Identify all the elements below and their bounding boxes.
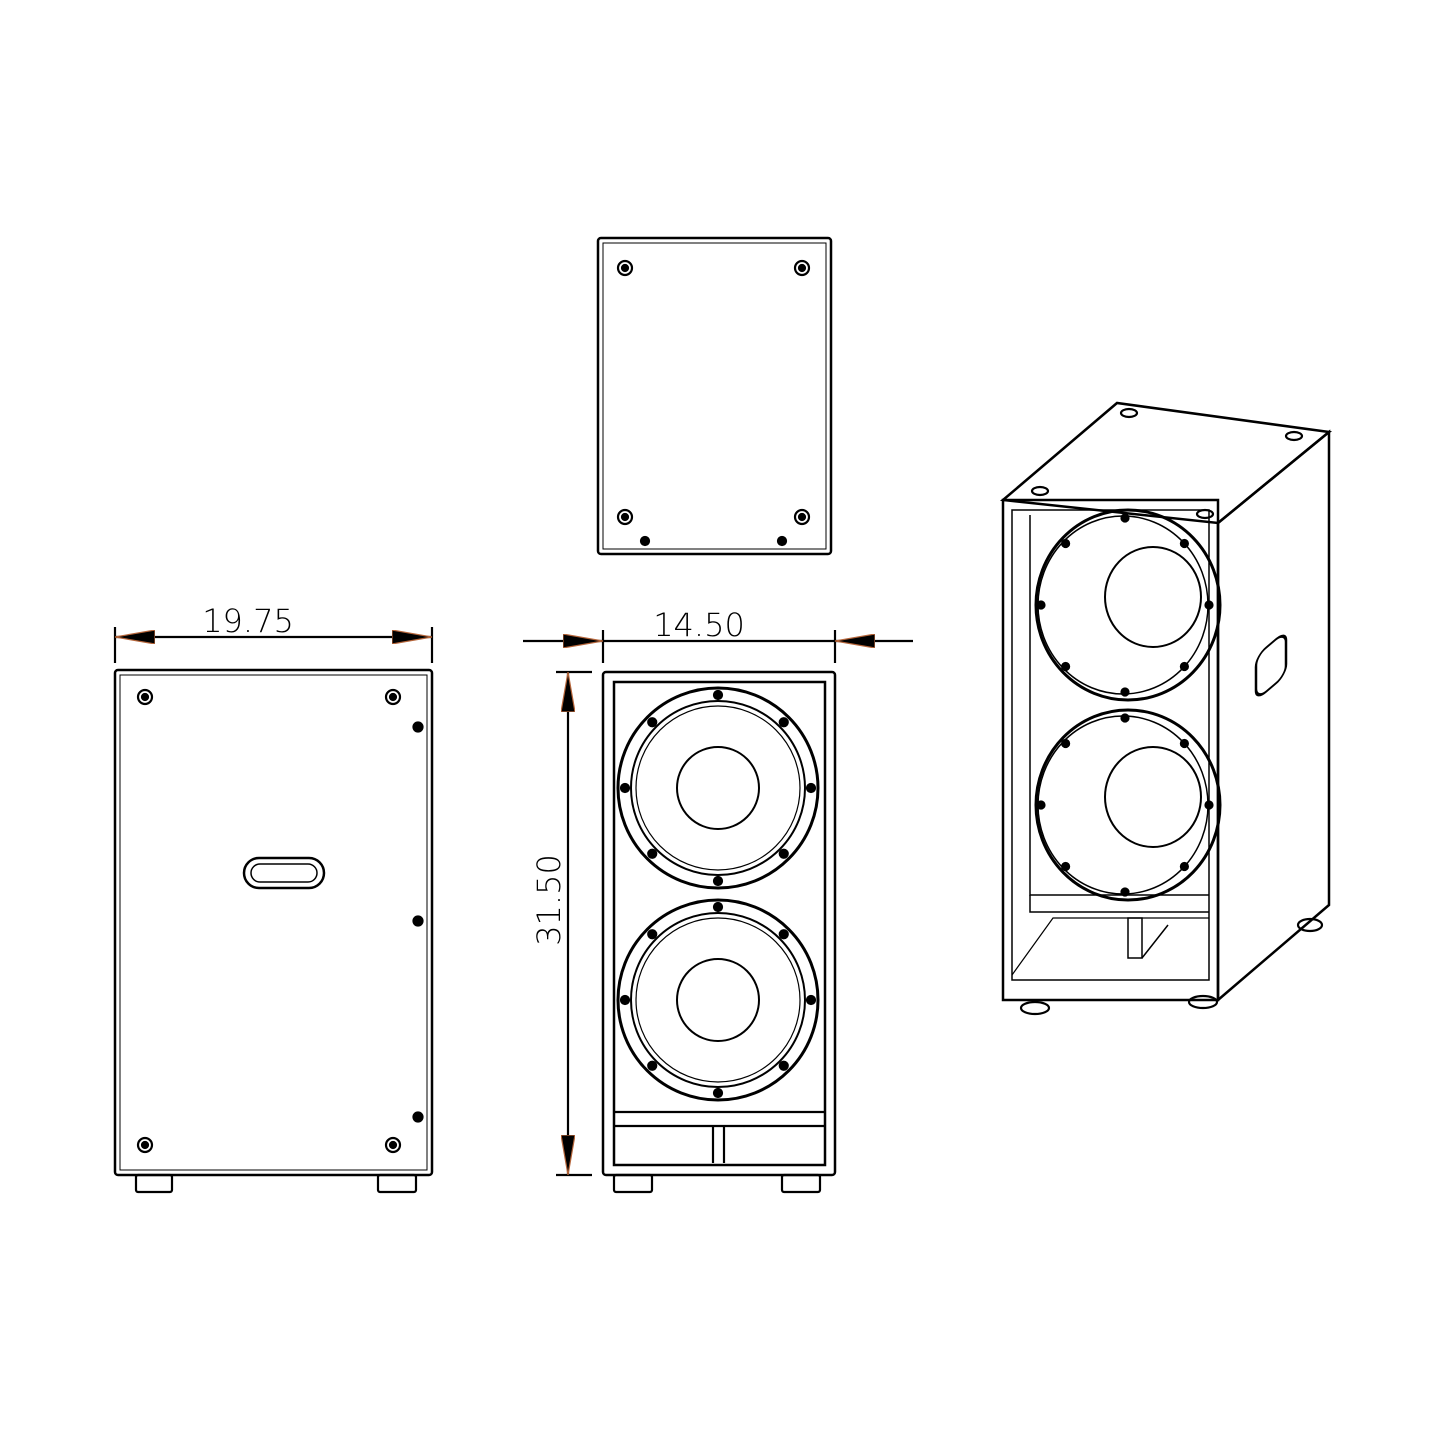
bolt-icon xyxy=(647,1060,658,1071)
screw-icon xyxy=(616,508,634,526)
woofer-driver xyxy=(1034,708,1222,902)
bolt-icon xyxy=(778,1060,789,1071)
woofer-driver xyxy=(616,898,820,1102)
bolt-icon xyxy=(412,721,424,733)
bolt-icon xyxy=(1061,661,1071,672)
screw-icon xyxy=(793,508,811,526)
foot xyxy=(780,1173,822,1194)
bolt-icon xyxy=(1179,661,1189,672)
foot xyxy=(612,1173,654,1194)
bolt-icon xyxy=(647,848,658,859)
bolt-icon xyxy=(1061,861,1071,872)
isometric-view xyxy=(999,401,1333,1016)
handle-icon xyxy=(1254,634,1288,697)
bolt-icon xyxy=(639,535,651,547)
foot xyxy=(134,1173,174,1194)
bolt-icon xyxy=(1120,713,1130,723)
bolt-icon xyxy=(1036,800,1046,810)
bolt-icon xyxy=(1120,887,1130,897)
bolt-icon xyxy=(712,1087,724,1099)
bolt-icon xyxy=(1179,738,1189,749)
screw-icon xyxy=(616,259,634,277)
dimension-width-front: 14.50 xyxy=(523,606,913,663)
bolt-icon xyxy=(1179,861,1189,872)
bolt-icon xyxy=(1120,687,1130,697)
bolt-icon xyxy=(776,535,788,547)
dimension-height: 31.50 xyxy=(530,670,592,1177)
bolt-icon xyxy=(1204,800,1214,810)
bolt-icon xyxy=(647,717,658,728)
screw-icon xyxy=(136,1136,154,1154)
woofer-driver xyxy=(616,686,820,890)
bolt-icon xyxy=(1120,513,1130,523)
bolt-icon xyxy=(712,689,724,701)
screw-icon xyxy=(793,259,811,277)
bolt-icon xyxy=(712,875,724,887)
bolt-icon xyxy=(1061,538,1071,549)
handle-icon xyxy=(242,856,326,890)
bolt-icon xyxy=(805,994,817,1006)
bolt-icon xyxy=(412,915,424,927)
side-screws xyxy=(136,688,424,1154)
bolt-icon xyxy=(805,782,817,794)
bolt-icon xyxy=(1036,600,1046,610)
bolt-icon xyxy=(619,782,631,794)
woofer-driver xyxy=(1034,508,1222,702)
dimension-label: 19.75 xyxy=(202,602,294,640)
bolt-icon xyxy=(1179,538,1189,549)
bolt-icon xyxy=(778,848,789,859)
bolt-icon xyxy=(778,717,789,728)
bolt-icon xyxy=(619,994,631,1006)
top-view xyxy=(596,236,833,556)
bolt-icon xyxy=(778,929,789,940)
foot xyxy=(376,1173,418,1194)
dimension-width-side: 19.75 xyxy=(113,602,434,663)
screw-icon xyxy=(136,688,154,706)
front-view xyxy=(601,670,837,1194)
screw-icon xyxy=(384,688,402,706)
dimension-label: 31.50 xyxy=(530,854,568,946)
bolt-icon xyxy=(647,929,658,940)
dimension-label: 14.50 xyxy=(653,606,745,644)
bolt-icon xyxy=(1204,600,1214,610)
bolt-icon xyxy=(712,901,724,913)
screw-icon xyxy=(384,1136,402,1154)
side-view xyxy=(113,668,434,1194)
bolt-icon xyxy=(1061,738,1071,749)
bolt-icon xyxy=(412,1111,424,1123)
